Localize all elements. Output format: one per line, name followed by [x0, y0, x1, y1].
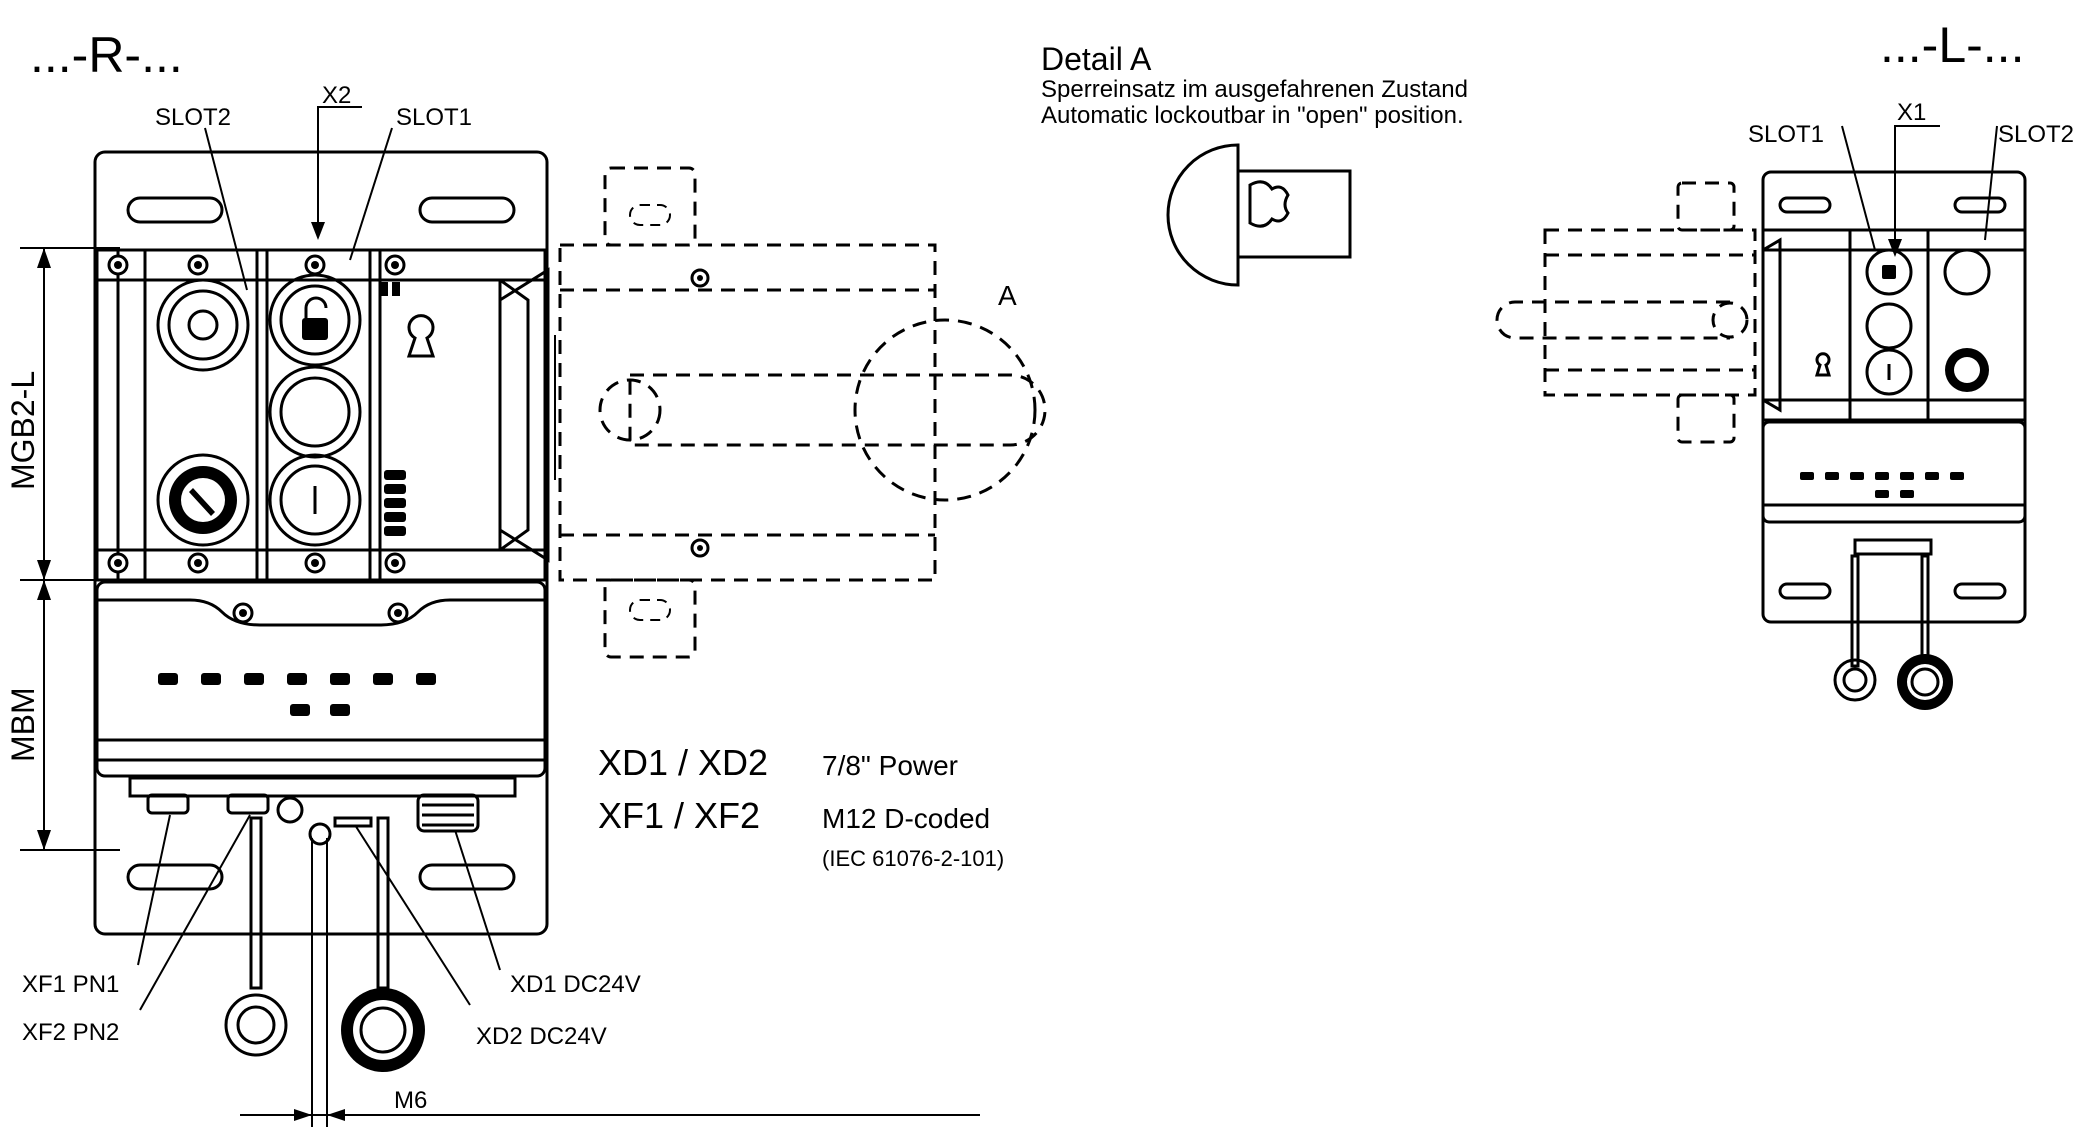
label-xd1: XD1 DC24V [510, 971, 641, 998]
callout-leaders [137, 106, 1998, 1011]
label-x1: X1 [1897, 99, 1926, 126]
label-slot2-right: SLOT2 [155, 104, 231, 131]
legend-desc-1: 7/8" Power [822, 750, 958, 781]
device-left-variant [1495, 170, 2027, 710]
label-slot1-left: SLOT1 [1748, 121, 1824, 148]
legend-desc-2: M12 D-coded [822, 803, 990, 834]
label-xf1: XF1 PN1 [22, 971, 119, 998]
detail-marker: A [998, 280, 1017, 311]
legend-note-2: (IEC 61076-2-101) [822, 846, 1004, 871]
dimension-mgb2l: MGB2-L [5, 371, 41, 490]
legend-code-2: XF1 / XF2 [598, 795, 760, 836]
left-variant-title: ...-L-... [1880, 17, 2024, 73]
detail-line-en: Automatic lockoutbar in "open" position. [1041, 102, 1464, 129]
right-variant-title: ...-R-... [30, 27, 183, 83]
label-m6: M6 [394, 1087, 427, 1114]
legend-code-1: XD1 / XD2 [598, 742, 768, 783]
label-slot2-left: SLOT2 [1998, 121, 2074, 148]
label-xf2: XF2 PN2 [22, 1019, 119, 1046]
detail-title: Detail A [1041, 41, 1152, 77]
lock-extension-dashed: A [499, 166, 1047, 659]
dimension-mbm: MBM [5, 687, 41, 762]
label-xd2: XD2 DC24V [476, 1023, 607, 1050]
label-x2: X2 [322, 82, 351, 109]
detail-line-de: Sperreinsatz im ausgefahrenen Zustand [1041, 76, 1468, 103]
detail-a: Detail A Sperreinsatz im ausgefahrenen Z… [1041, 41, 1468, 287]
label-slot1-right: SLOT1 [396, 104, 472, 131]
device-right-variant [93, 150, 980, 1127]
connector-legend: XD1 / XD2 7/8" Power XF1 / XF2 M12 D-cod… [598, 742, 1004, 871]
